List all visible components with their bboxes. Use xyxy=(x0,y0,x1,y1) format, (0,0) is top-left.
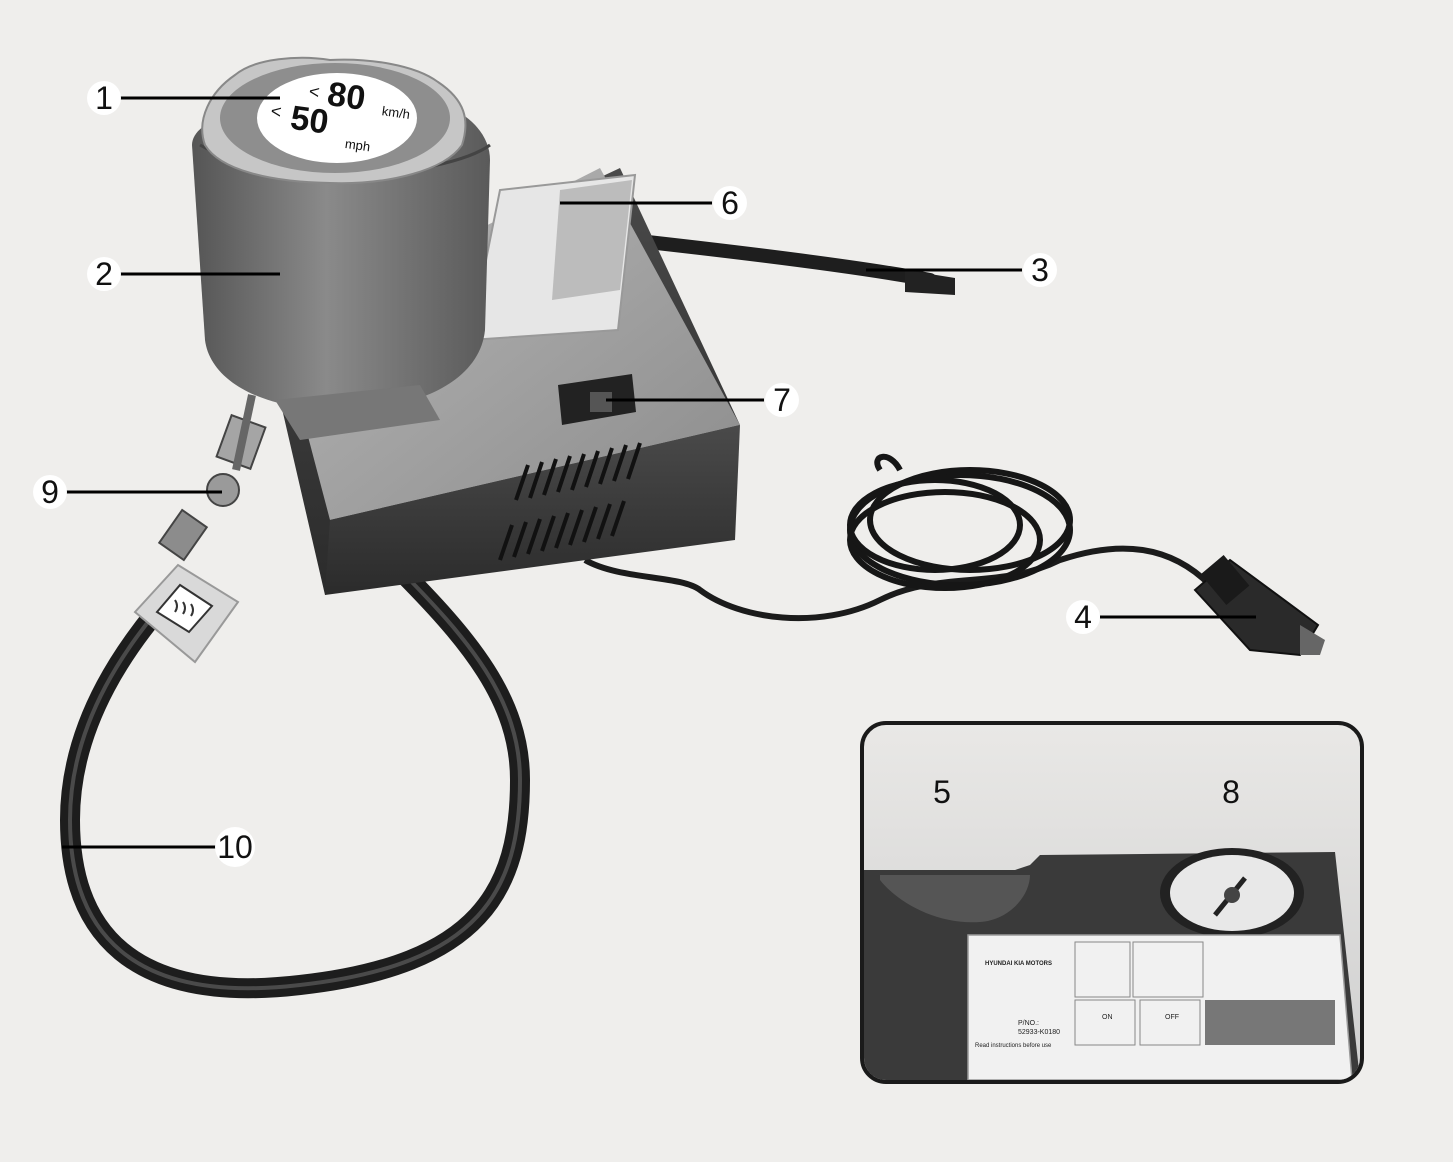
svg-text:3: 3 xyxy=(1031,252,1049,288)
air-vents xyxy=(498,442,642,561)
hot-surface-warning-tag xyxy=(133,563,240,664)
callout-1: 1 xyxy=(87,80,121,116)
svg-text:1: 1 xyxy=(95,80,113,116)
power-cable xyxy=(583,545,1213,622)
compressor-box xyxy=(265,168,740,595)
callout-6: 6 xyxy=(713,185,747,221)
callout-5: 5 xyxy=(933,774,951,810)
speed-kmh-unit: km/h xyxy=(381,103,411,122)
speed-kmh-prefix: < xyxy=(308,81,321,102)
read-instructions: Read instructions before use xyxy=(975,1043,1052,1049)
inset-panel: HYUNDAI KIA MOTORS P/NO.: 52933-K0180 Re… xyxy=(860,721,1364,1084)
switch-on-label: ON xyxy=(1102,1014,1113,1021)
svg-text:2: 2 xyxy=(95,256,113,292)
stored-hose-end xyxy=(905,270,955,295)
power-plug xyxy=(1193,555,1325,657)
callout-3: 3 xyxy=(1023,252,1057,288)
stored-hose xyxy=(623,233,937,287)
hose-storage-recess xyxy=(880,875,1030,923)
callout-10: 10 xyxy=(215,827,255,867)
svg-text:8: 8 xyxy=(1222,774,1240,810)
speed-mph-unit: mph xyxy=(344,136,371,154)
svg-text:7: 7 xyxy=(773,382,791,418)
part-number: 52933-K0180 xyxy=(1018,1029,1060,1036)
compressor-label: HYUNDAI KIA MOTORS P/NO.: 52933-K0180 Re… xyxy=(967,934,1353,1080)
cable-coil xyxy=(847,453,1073,591)
speed-kmh-value: 80 xyxy=(325,75,368,118)
switch-off-label: OFF xyxy=(1165,1014,1179,1021)
callout-9: 9 xyxy=(33,474,67,510)
speed-mph-value: 50 xyxy=(288,99,331,142)
callout-4: 4 xyxy=(1066,599,1100,635)
valve-connector xyxy=(157,394,267,562)
svg-text:6: 6 xyxy=(721,185,739,221)
callout-7: 7 xyxy=(765,382,799,418)
pressure-gauge xyxy=(1160,848,1304,938)
brand-text: HYUNDAI KIA MOTORS xyxy=(985,961,1052,967)
callout-8: 8 xyxy=(1222,774,1240,810)
hose-highlight xyxy=(67,563,523,991)
callout-2: 2 xyxy=(87,256,121,292)
svg-text:5: 5 xyxy=(933,774,951,810)
power-switch xyxy=(558,374,636,425)
sealant-bottle: < 80 km/h < 50 mph xyxy=(192,56,491,440)
svg-text:10: 10 xyxy=(217,829,253,865)
part-number-prefix: P/NO.: xyxy=(1018,1020,1039,1027)
speed-mph-prefix: < xyxy=(270,101,283,122)
svg-text:4: 4 xyxy=(1074,599,1092,635)
svg-text:9: 9 xyxy=(41,474,59,510)
